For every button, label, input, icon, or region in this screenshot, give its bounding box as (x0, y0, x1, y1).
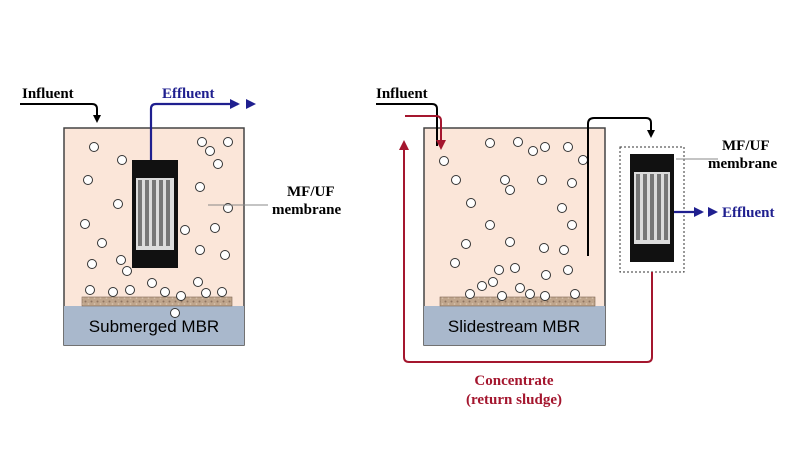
submerged-membrane-module (132, 160, 178, 268)
left-membrane-label-line1: MF/UF (287, 184, 334, 200)
submerged-effluent-arrowhead-2 (246, 99, 256, 109)
sidestream-bubbles (439, 137, 588, 301)
left-membrane-label-line2: membrane (272, 202, 341, 218)
sidestream-mbr-group (376, 103, 718, 363)
sidestream-membrane-module (630, 154, 674, 262)
sidestream-effluent-arrowhead-2 (708, 207, 718, 217)
submerged-mbr-group (20, 99, 268, 346)
sidestream-diffuser (439, 296, 596, 307)
right-effluent-label: Effluent (722, 205, 775, 221)
sidestream-feed-pipe (587, 117, 655, 256)
right-influent-label: Influent (376, 86, 428, 102)
right-membrane-label-line1: MF/UF (722, 138, 769, 154)
submerged-influent-arrow (20, 103, 101, 123)
sidestream-influent-arrow (376, 103, 438, 146)
concentrate-return-line (403, 146, 653, 363)
sidestream-mbr-label: Slidestream MBR (448, 317, 580, 336)
right-membrane-label-line2: membrane (708, 156, 777, 172)
concentrate-return-arrowhead (399, 140, 409, 150)
sidestream-influent-red-arrow (405, 115, 446, 150)
submerged-tank-label-band (64, 306, 244, 345)
left-influent-label: Influent (22, 86, 74, 102)
submerged-diffuser (81, 296, 233, 307)
concentrate-label-line2: (return sludge) (466, 392, 562, 408)
submerged-bubbles (80, 137, 233, 318)
concentrate-label-line1: Concentrate (474, 373, 553, 389)
sidestream-tank-label-band (424, 306, 605, 345)
submerged-mbr-label: Submerged MBR (89, 317, 219, 336)
left-effluent-label: Effluent (162, 86, 215, 102)
submerged-effluent-arrow (149, 99, 240, 160)
